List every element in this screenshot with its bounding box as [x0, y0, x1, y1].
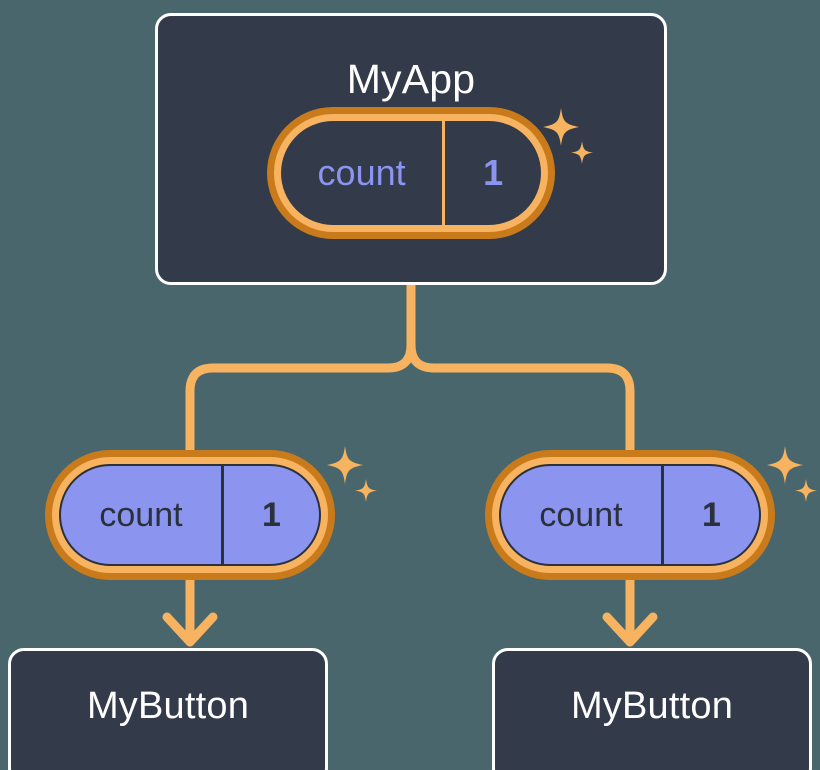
- state-pill-ring: count 1: [274, 114, 548, 232]
- arrow-down-head-left: [162, 612, 218, 647]
- prop-pill-ring-left: count 1: [52, 457, 328, 573]
- node-card-mybutton-left[interactable]: MyButton: [8, 648, 328, 770]
- sparkle-icon-small: [355, 479, 377, 502]
- prop-pill-body-right: count 1: [499, 464, 761, 566]
- state-pill-myapp[interactable]: count 1: [267, 107, 555, 239]
- prop-value-label-left: 1: [220, 466, 319, 564]
- prop-pill-ring-right: count 1: [492, 457, 768, 573]
- sparkle-icon: [767, 446, 803, 484]
- prop-pill-body-left: count 1: [59, 464, 321, 566]
- prop-key-label-left: count: [99, 495, 183, 534]
- node-title-mybutton-right: MyButton: [570, 685, 734, 727]
- prop-key-label-right: count: [539, 495, 623, 534]
- state-pill-body: count 1: [281, 121, 541, 225]
- node-title-mybutton-left: MyButton: [86, 685, 250, 727]
- state-key-label: count: [317, 152, 406, 193]
- fork-connector: [185, 281, 416, 457]
- page-title: MyApp: [346, 56, 476, 102]
- prop-pill-right[interactable]: count 1: [485, 450, 775, 580]
- prop-pill-left[interactable]: count 1: [45, 450, 335, 580]
- arrow-down-head-right: [602, 612, 658, 647]
- sparkle-icon-small: [795, 479, 817, 502]
- node-card-mybutton-right[interactable]: MyButton: [492, 648, 812, 770]
- sparkle-icon: [327, 446, 363, 484]
- prop-value-label-right: 1: [660, 466, 759, 564]
- state-value-label: 1: [442, 121, 541, 225]
- fork-connector-right: [406, 340, 635, 457]
